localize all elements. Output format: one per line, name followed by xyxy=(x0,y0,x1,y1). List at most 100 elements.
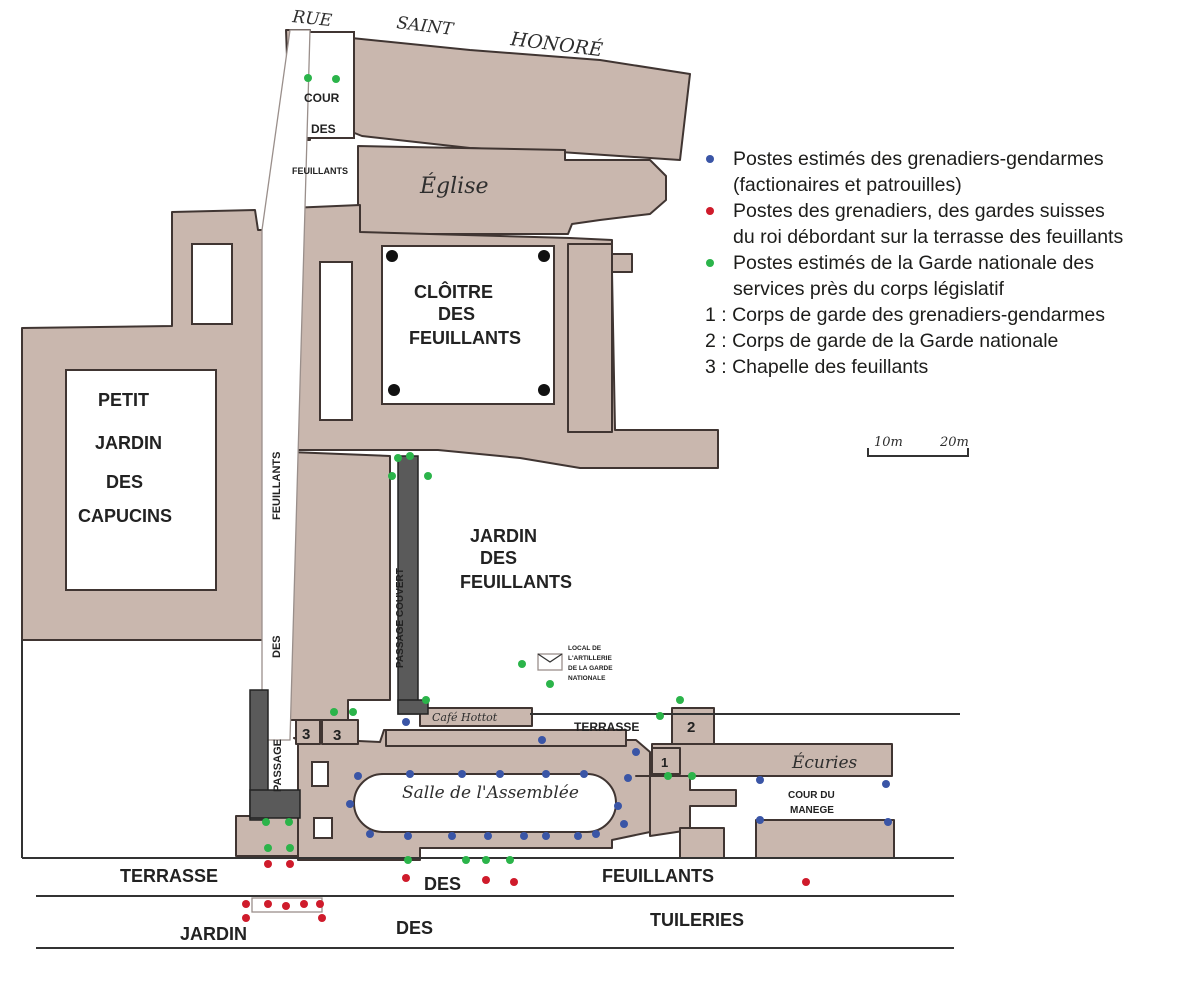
blue-post-dot xyxy=(346,800,354,808)
passage-des-feuillants xyxy=(261,29,311,741)
blue-post-dot xyxy=(354,772,362,780)
blue-post-dot xyxy=(542,832,550,840)
green-post-dot xyxy=(422,696,430,704)
label-num-1: 1 xyxy=(661,755,668,770)
red-post-dot xyxy=(264,860,272,868)
legend-red-line2: du roi débordant sur la terrasse des feu… xyxy=(733,226,1124,248)
green-post-dot xyxy=(304,74,312,82)
label-cafe-hottot: Café Hottot xyxy=(432,711,498,724)
building-manege-side xyxy=(635,775,737,837)
green-post-dot xyxy=(388,472,396,480)
blue-post-dot xyxy=(448,832,456,840)
cloitre-column-sw xyxy=(388,384,400,396)
label-bottom-des: DES xyxy=(424,874,461,894)
blue-post-dot xyxy=(580,770,588,778)
red-post-dot xyxy=(482,876,490,884)
label-jardin-feuillants-3: FEUILLANTS xyxy=(460,572,572,592)
cloitre-side-court xyxy=(319,261,353,421)
building-chapelle-3b xyxy=(321,719,359,745)
red-post-dot xyxy=(402,874,410,882)
green-post-dot xyxy=(656,712,664,720)
red-post-dot xyxy=(510,878,518,886)
legend-green-entry: Postes estimés de la Garde nationale des… xyxy=(705,250,1198,302)
label-local-2: L'ARTILLERIE xyxy=(568,655,612,662)
label-bottom-jardin: JARDIN xyxy=(180,924,247,944)
capucins-garden xyxy=(65,369,217,591)
label-local-3: DE LA GARDE xyxy=(568,665,613,672)
scale-bar xyxy=(867,448,969,457)
label-cloitre-3: FEUILLANTS xyxy=(409,328,521,348)
red-post-dot xyxy=(318,914,326,922)
label-eglise: Église xyxy=(419,172,489,199)
cloitre-column-nw xyxy=(386,250,398,262)
label-num-3b: 3 xyxy=(333,727,341,744)
cloitre-column-se xyxy=(538,384,550,396)
building-saint-honore-block xyxy=(331,35,691,161)
blue-post-dot xyxy=(574,832,582,840)
label-ecuries: Écuries xyxy=(791,752,858,773)
green-post-dot xyxy=(518,660,526,668)
blue-post-dot xyxy=(484,832,492,840)
blue-post-dot xyxy=(884,818,892,826)
red-posts xyxy=(242,860,810,922)
building-east-strip xyxy=(567,243,613,433)
blue-post-dot xyxy=(458,770,466,778)
label-jardin: JARDIN xyxy=(95,433,162,453)
red-post-dot xyxy=(300,900,308,908)
label-passage-feuillants: FEUILLANTS xyxy=(271,452,283,520)
passage-lattice-south xyxy=(249,789,301,819)
blue-post-dot xyxy=(520,832,528,840)
label-cloitre-2: DES xyxy=(438,304,475,324)
blue-posts xyxy=(346,718,892,840)
building-central-west xyxy=(289,451,391,721)
blue-post-dot xyxy=(366,830,374,838)
capucins-small-court xyxy=(191,243,233,325)
blue-post-dot xyxy=(496,770,504,778)
label-bottom-des2: DES xyxy=(396,918,433,938)
green-post-dot xyxy=(286,844,294,852)
blue-post-dot xyxy=(756,776,764,784)
blue-post-dot xyxy=(756,816,764,824)
green-posts xyxy=(262,74,696,864)
passage-lattice-west xyxy=(249,689,269,821)
cloitre-courtyard xyxy=(381,245,555,405)
building-corps-de-garde-1 xyxy=(651,747,681,775)
blue-post-dot xyxy=(624,774,632,782)
legend-red-entry: Postes des grenadiers, des gardes suisse… xyxy=(705,198,1198,250)
legend-item-3: 3 : Chapelle des feuillants xyxy=(705,356,929,378)
map-legend: Postes estimés des grenadiers-gendarmes … xyxy=(705,146,1198,380)
label-capucins: CAPUCINS xyxy=(78,506,172,526)
legend-red-dot xyxy=(706,207,714,215)
blue-post-dot xyxy=(404,832,412,840)
assemblee-room-b xyxy=(313,817,333,839)
green-post-dot xyxy=(688,772,696,780)
assemblee-room-a xyxy=(311,761,329,787)
label-num-2: 2 xyxy=(687,719,695,736)
blue-post-dot xyxy=(402,718,410,726)
label-num-3a: 3 xyxy=(302,726,310,743)
street-label-saint: SAINT xyxy=(395,13,456,40)
legend-blue-entry: Postes estimés des grenadiers-gendarmes … xyxy=(705,146,1198,198)
label-jardin-feuillants-1: JARDIN xyxy=(470,526,537,546)
label-cour-du-manege-1: COUR DU xyxy=(788,790,835,801)
label-salle-assemblee: Salle de l'Assemblée xyxy=(402,783,579,803)
red-post-dot xyxy=(802,878,810,886)
blue-post-dot xyxy=(620,820,628,828)
blue-post-dot xyxy=(406,770,414,778)
green-post-dot xyxy=(394,454,402,462)
building-manege-box-a xyxy=(679,827,725,859)
label-petit: PETIT xyxy=(98,390,149,410)
label-jardin-feuillants-2: DES xyxy=(480,548,517,568)
red-post-dot xyxy=(264,900,272,908)
label-passage-des: DES xyxy=(271,635,283,658)
green-post-dot xyxy=(404,856,412,864)
scale-label-20: 20m xyxy=(939,435,969,450)
green-post-dot xyxy=(406,452,414,460)
green-post-dot xyxy=(349,708,357,716)
green-post-dot xyxy=(332,75,340,83)
passage-couvert-bend xyxy=(397,699,429,715)
legend-red-line1: Postes des grenadiers, des gardes suisse… xyxy=(733,200,1105,222)
legend-item-1: 1 : Corps de garde des grenadiers-gendar… xyxy=(705,304,1105,326)
label-local-1: LOCAL DE xyxy=(568,645,602,652)
